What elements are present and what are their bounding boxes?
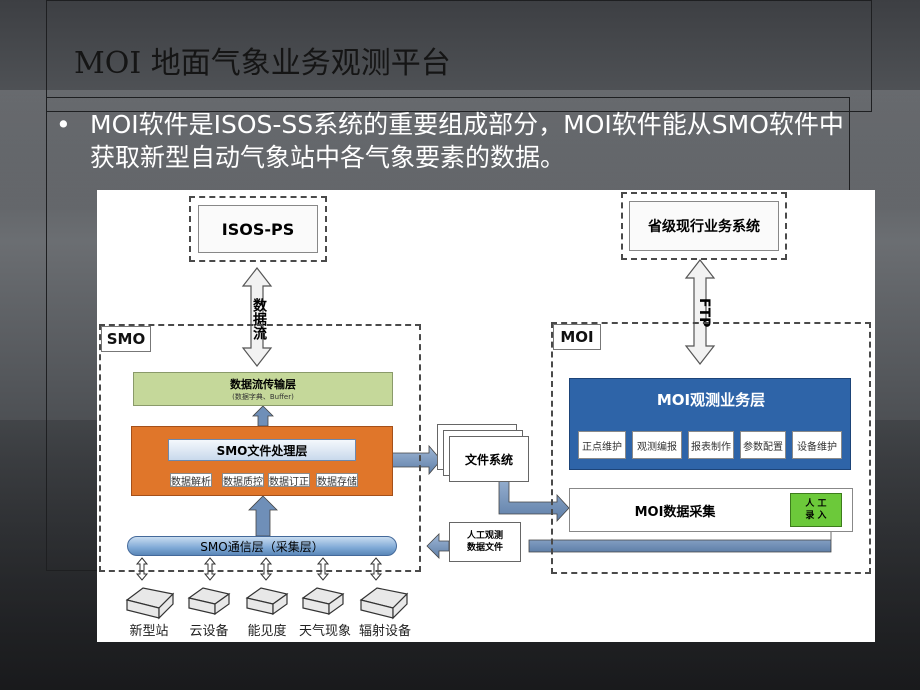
moi-sub-item: 设备维护 bbox=[792, 431, 842, 459]
slide-title: MOI 地面气象业务观测平台 bbox=[74, 46, 451, 81]
bullet-dot-icon: • bbox=[56, 110, 71, 139]
file-sub-item: 数据质控 bbox=[222, 473, 264, 488]
moi-group bbox=[551, 322, 871, 574]
provincial-system-box: 省级现行业务系统 bbox=[629, 201, 779, 251]
file-sub-item: 数据存储 bbox=[316, 473, 358, 488]
moi-sub-item: 正点维护 bbox=[578, 431, 626, 459]
double-arrow-icon bbox=[684, 259, 716, 365]
connector-arrows bbox=[125, 259, 832, 620]
smo-group-label: SMO bbox=[101, 326, 151, 352]
provincial-system-group: 省级现行业务系统 bbox=[621, 192, 787, 260]
file-system-box: 文件系统 bbox=[449, 436, 529, 482]
device-icons bbox=[125, 587, 409, 620]
isos-ps-box: ISOS-PS bbox=[198, 205, 318, 253]
manual-observation-file: 人工观测 数据文件 bbox=[449, 522, 521, 562]
moi-service-title: MOI观测业务层 bbox=[656, 390, 766, 409]
double-arrow-icon bbox=[241, 267, 273, 367]
moi-sub-item: 观测编报 bbox=[632, 431, 682, 459]
manual-input-box: 人 工 录 入 bbox=[790, 493, 842, 527]
moi-service-layer: MOI观测业务层 正点维护 观测编报 报表制作 参数配置 设备维护 bbox=[569, 378, 851, 470]
bent-arrow-icon bbox=[528, 530, 832, 553]
architecture-diagram: ISOS-PS 省级现行业务系统 数据流 FTP SMO 数据流传输层 (数据字… bbox=[97, 190, 875, 642]
right-arrow-icon bbox=[391, 444, 442, 476]
data-flow-label: 数据流 bbox=[251, 298, 267, 340]
transport-layer-subtitle: (数据字典、Buffer) bbox=[232, 393, 294, 401]
ftp-label: FTP bbox=[696, 298, 712, 328]
file-sub-item: 数据订正 bbox=[268, 473, 310, 488]
device-label: 云设备 bbox=[189, 624, 229, 639]
transport-layer: 数据流传输层 (数据字典、Buffer) bbox=[133, 372, 393, 406]
moi-collect-title: MOI数据采集 bbox=[634, 504, 716, 520]
comm-layer: SMO通信层（采集层） bbox=[127, 536, 397, 556]
device-label: 能见度 bbox=[247, 624, 287, 639]
transport-layer-title: 数据流传输层 bbox=[230, 378, 296, 391]
isos-ps-group: ISOS-PS bbox=[189, 196, 327, 262]
smo-group bbox=[99, 324, 421, 572]
file-layer-title: SMO文件处理层 bbox=[168, 439, 356, 461]
left-arrow-icon bbox=[426, 533, 450, 559]
device-link-arrows bbox=[135, 557, 383, 581]
device-label: 辐射设备 bbox=[358, 624, 411, 639]
device-label: 新型站 bbox=[129, 624, 169, 639]
file-processing-layer: SMO文件处理层 数据解析 数据质控 数据订正 数据存储 bbox=[131, 426, 393, 496]
device-label: 天气现象 bbox=[298, 624, 351, 639]
file-sub-item: 数据解析 bbox=[170, 473, 212, 488]
moi-sub-item: 报表制作 bbox=[688, 431, 734, 459]
moi-sub-item: 参数配置 bbox=[740, 431, 786, 459]
moi-data-collect: MOI数据采集 人 工 录 入 bbox=[569, 488, 853, 532]
bullet-text: MOI软件是ISOS-SS系统的重要组成部分，MOI软件能从SMO软件中获取新型… bbox=[90, 110, 844, 172]
decorative-frame bbox=[46, 0, 872, 112]
moi-group-label: MOI bbox=[553, 324, 601, 350]
